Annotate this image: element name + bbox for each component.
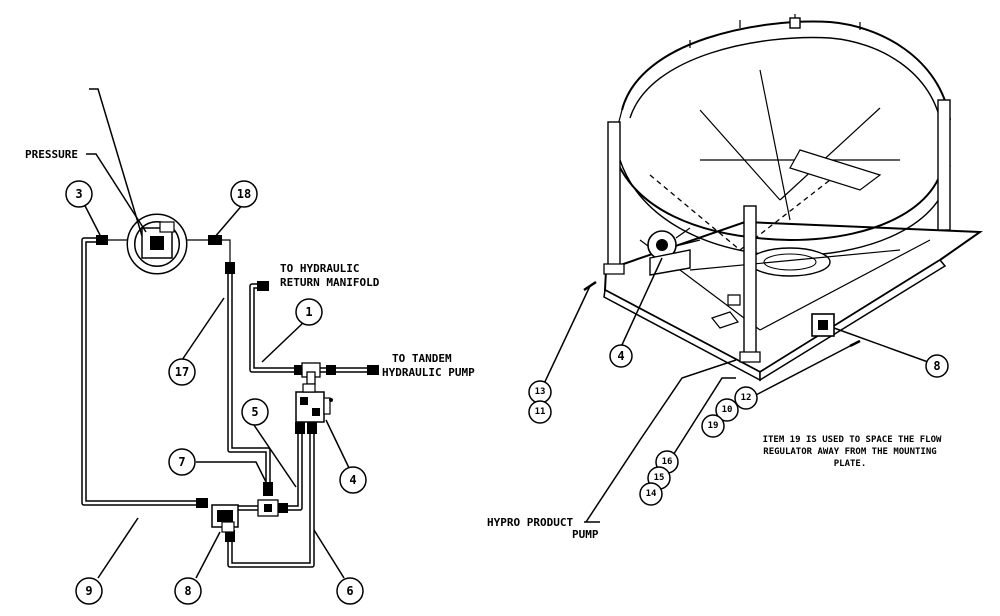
hose-17 — [227, 265, 271, 493]
tee-fitting-7 — [257, 499, 279, 517]
pressure-leader — [86, 153, 147, 233]
pump-label-2: HYDRAULIC PUMP — [382, 366, 475, 379]
callout-a-4: 4 — [609, 344, 633, 368]
svg-text:10: 10 — [722, 405, 733, 415]
svg-text:6: 6 — [346, 584, 353, 598]
flow-regulator — [811, 313, 835, 337]
return-label-2: RETURN MANIFOLD — [280, 276, 380, 289]
pump-8-schematic — [211, 504, 239, 533]
pressure-gauge — [126, 213, 188, 275]
hose-6 — [227, 429, 315, 568]
callout-5: 5 — [241, 398, 269, 426]
svg-text:7: 7 — [178, 455, 185, 469]
flow-control-valve — [295, 383, 333, 423]
item-19-note: ITEM 19 IS USED TO SPACE THE FLOW REGULA… — [763, 435, 942, 469]
svg-text:17: 17 — [175, 365, 189, 379]
svg-text:13: 13 — [535, 387, 546, 397]
post-left — [607, 121, 621, 273]
assembly-leaders — [541, 257, 929, 523]
svg-text:15: 15 — [654, 473, 665, 483]
callout-a-12: 12 — [734, 386, 758, 410]
svg-text:18: 18 — [237, 187, 251, 201]
hose-1 — [249, 283, 303, 373]
hose-9 — [81, 237, 203, 506]
band-front — [611, 147, 946, 242]
hypro-pump-mounted — [647, 227, 701, 276]
callout-a-11: 11 — [528, 400, 552, 424]
svg-text:12: 12 — [741, 393, 752, 403]
callout-a-10: 10 — [715, 398, 739, 422]
svg-text:5: 5 — [251, 405, 258, 419]
svg-text:8: 8 — [184, 584, 191, 598]
hypro-label-2: PUMP — [572, 528, 599, 541]
svg-text:8: 8 — [933, 359, 940, 373]
callout-18: 18 — [230, 180, 258, 208]
callout-4: 4 — [339, 466, 367, 494]
callout-6: 6 — [336, 577, 364, 605]
callout-7: 7 — [168, 448, 196, 476]
svg-text:11: 11 — [535, 407, 546, 417]
post-front — [743, 205, 757, 357]
hose-fittings — [96, 235, 379, 542]
gauge-right-line — [186, 239, 231, 268]
svg-text:14: 14 — [646, 489, 657, 499]
svg-text:3: 3 — [75, 187, 82, 201]
tank-assembly: HYPRO PRODUCT PUMP ITEM 19 IS USED TO SP… — [487, 14, 983, 541]
svg-text:1: 1 — [305, 305, 312, 319]
callout-1: 1 — [295, 298, 323, 326]
pressure-label: PRESSURE — [25, 148, 78, 161]
post-right — [937, 99, 951, 231]
callout-3: 3 — [65, 180, 93, 208]
callout-17: 17 — [168, 358, 196, 386]
svg-text:19: 19 — [708, 421, 719, 431]
return-label-1: TO HYDRAULIC — [280, 262, 359, 275]
svg-text:9: 9 — [85, 584, 92, 598]
svg-text:REGULATOR AWAY FROM THE MOUNTI: REGULATOR AWAY FROM THE MOUNTING — [763, 447, 936, 457]
tee-fitting — [301, 362, 321, 385]
hypro-label-1: HYPRO PRODUCT — [487, 516, 573, 529]
hose-5 — [282, 427, 303, 511]
svg-text:PLATE.: PLATE. — [834, 459, 867, 469]
callout-a-19: 19 — [701, 414, 725, 438]
callout-8: 8 — [174, 577, 202, 605]
svg-text:4: 4 — [349, 473, 356, 487]
svg-text:4: 4 — [617, 349, 624, 363]
callout-a-8: 8 — [925, 354, 949, 378]
callout-a-14: 14 — [639, 482, 663, 506]
svg-text:16: 16 — [662, 457, 673, 467]
band-back — [621, 20, 951, 121]
hose-schematic: PRESSURE TO HYDRAULIC RETURN MANIFOLD TO… — [25, 88, 475, 605]
svg-text:ITEM 19 IS USED TO SPACE THE F: ITEM 19 IS USED TO SPACE THE FLOW — [763, 435, 942, 445]
callout-9: 9 — [75, 577, 103, 605]
pump-label-1: TO TANDEM — [392, 352, 452, 365]
callout-a-13: 13 — [528, 380, 552, 404]
discharge-opening — [749, 247, 831, 277]
